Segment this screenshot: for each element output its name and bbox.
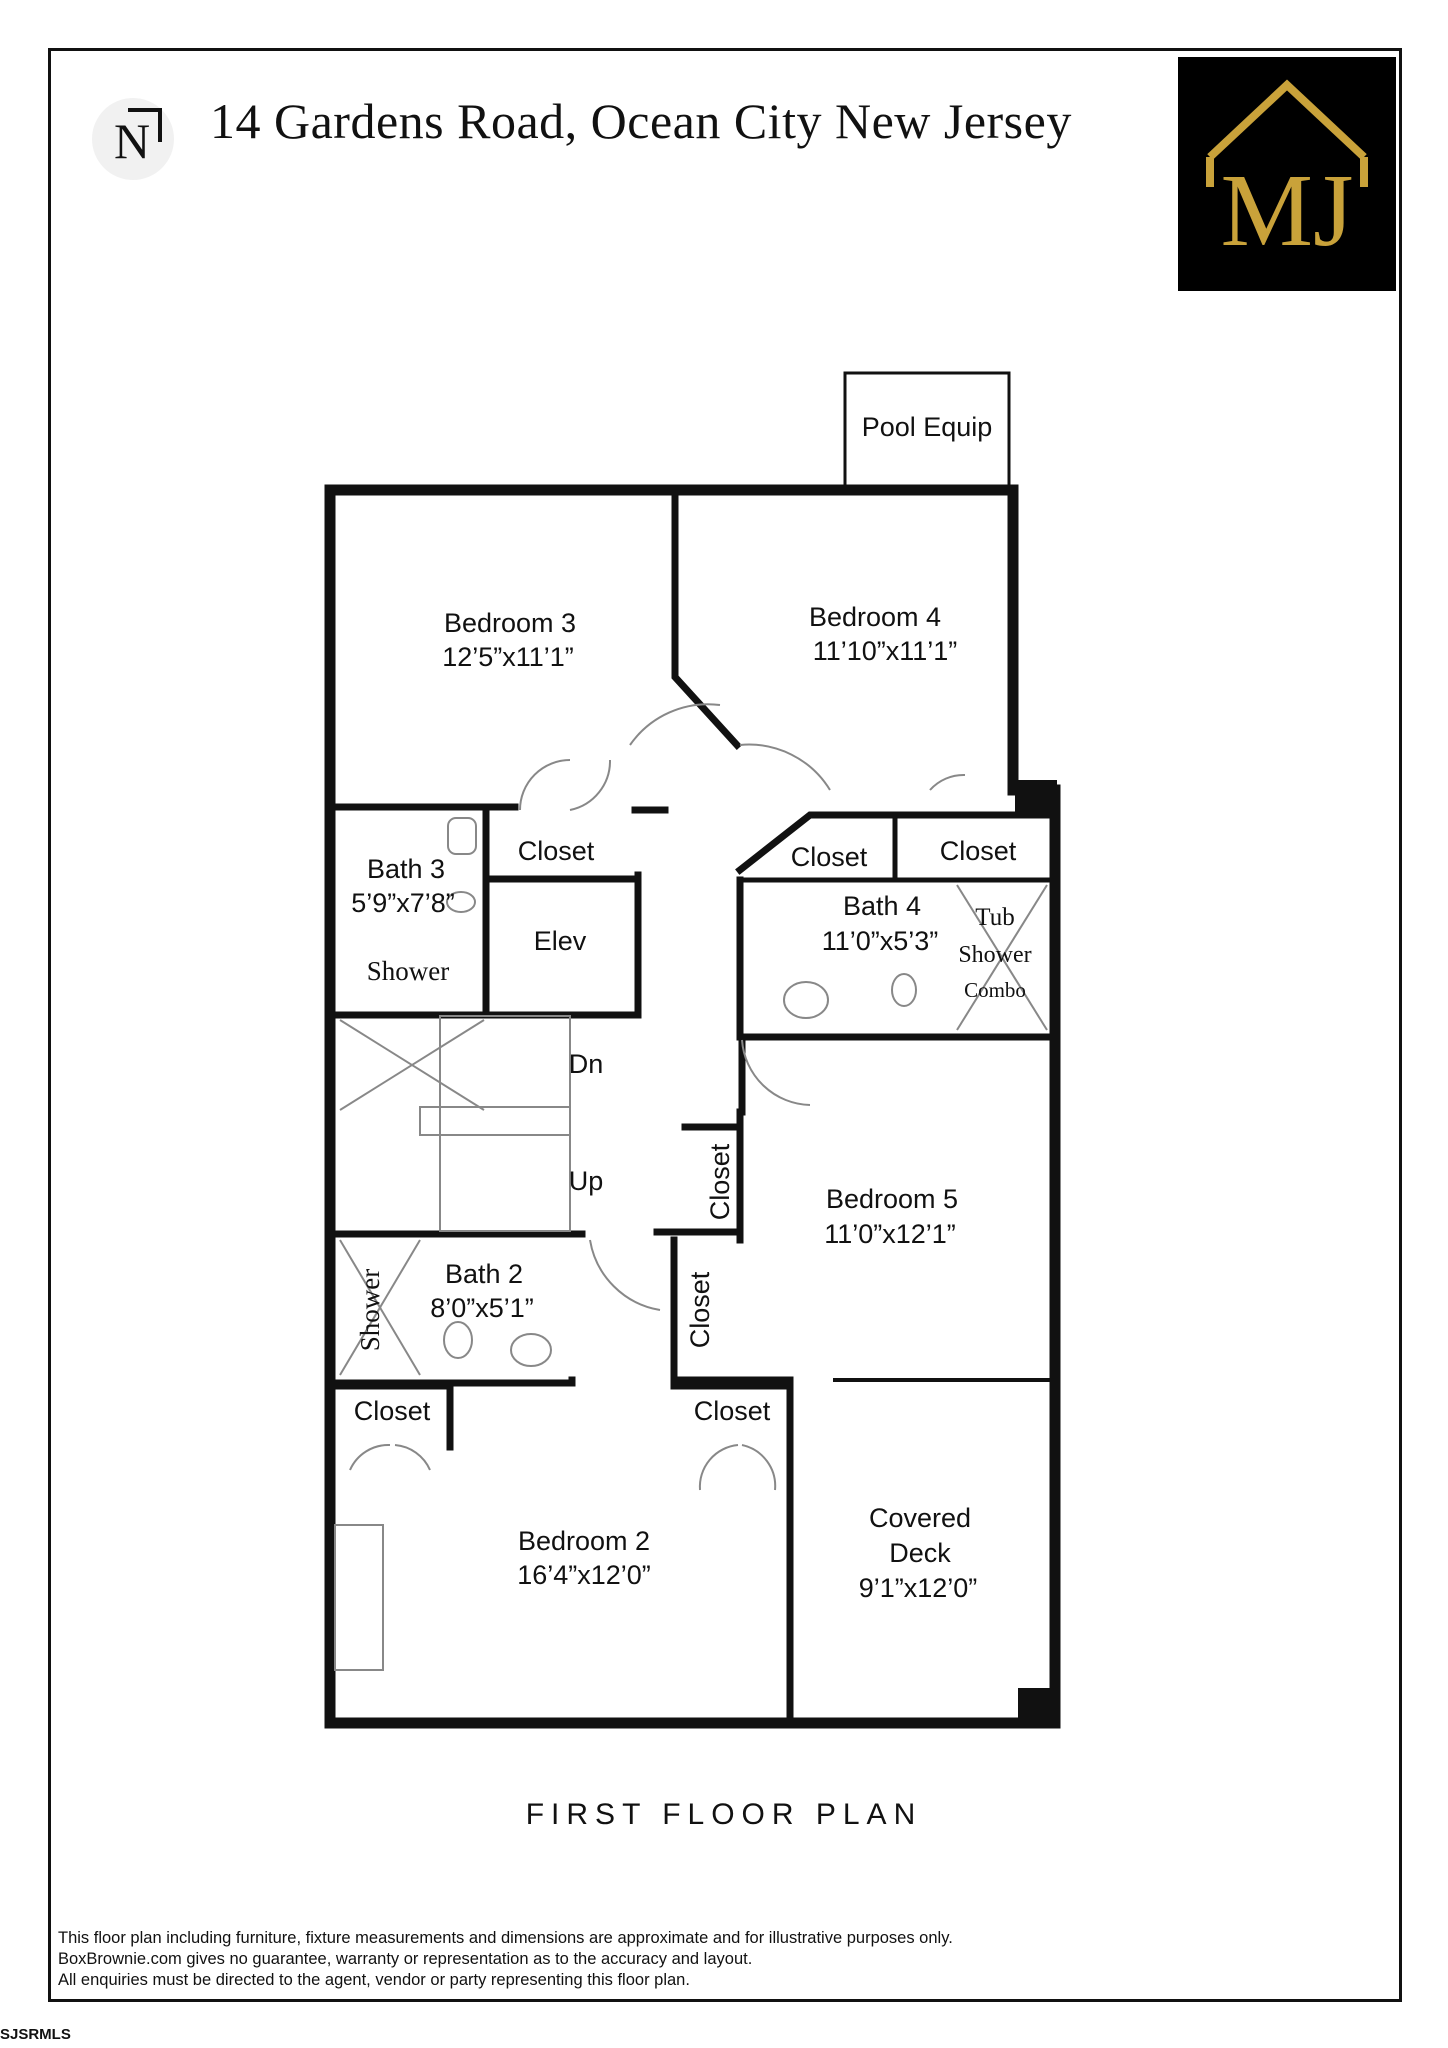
deck-size: 9’1”x12’0” — [859, 1573, 978, 1603]
disclaimer-line: BoxBrownie.com gives no guarantee, warra… — [58, 1950, 753, 1968]
tub-label-3: Combo — [964, 978, 1026, 1002]
tub-label-2: Shower — [958, 942, 1031, 968]
disclaimer-line: This floor plan including furniture, fix… — [58, 1929, 953, 1947]
closet-b2a-label: Closet — [354, 1396, 431, 1426]
closet-hall-label: Closet — [705, 1143, 735, 1220]
svg-text:MJ: MJ — [1221, 153, 1354, 268]
bath4-size: 11’0”x5’3” — [822, 926, 939, 956]
stairs-down-label: Dn — [569, 1049, 604, 1079]
page-title: 14 Gardens Road, Ocean City New Jersey — [210, 93, 1072, 149]
north-compass-icon: N — [92, 98, 174, 180]
closet-b4b-label: Closet — [940, 836, 1017, 866]
plan-title: FIRST FLOOR PLAN — [525, 1798, 923, 1831]
disclaimer-line: All enquiries must be directed to the ag… — [58, 1971, 690, 1989]
mj-logo: MJ — [1178, 57, 1396, 291]
bath2-name: Bath 2 — [445, 1259, 523, 1289]
mls-watermark: SJSRMLS — [0, 2026, 71, 2043]
bedroom4-size: 11’10”x11’1” — [813, 636, 958, 666]
bedroom4-name: Bedroom 4 — [809, 602, 941, 632]
bedroom3-name: Bedroom 3 — [444, 608, 576, 638]
closet-b2b-label: Closet — [694, 1396, 771, 1426]
page-frame — [48, 48, 1402, 2002]
bath3-size: 5’9”x7’8” — [351, 888, 455, 918]
deck-label-2: Deck — [889, 1538, 951, 1568]
stairs-up-label: Up — [569, 1166, 604, 1196]
disclaimer: This floor plan including furniture, fix… — [58, 1928, 953, 1991]
bedroom2-name: Bedroom 2 — [518, 1526, 650, 1556]
pool-equip-label: Pool Equip — [862, 412, 993, 442]
closet-b3-label: Closet — [518, 836, 595, 866]
bath3-name: Bath 3 — [367, 854, 445, 884]
compass-letter: N — [114, 113, 151, 169]
closet-b4a-label: Closet — [791, 842, 868, 872]
bath2-size: 8’0”x5’1” — [430, 1293, 534, 1323]
bedroom3-size: 12’5”x11’1” — [442, 642, 574, 672]
bedroom5-size: 11’0”x12’1” — [824, 1219, 956, 1249]
tub-label-1: Tub — [975, 904, 1014, 931]
closet-b5-label: Closet — [685, 1271, 715, 1348]
bath4-name: Bath 4 — [843, 891, 921, 921]
shower3-label: Shower — [367, 956, 450, 986]
elevator-label: Elev — [534, 926, 587, 956]
deck-label-1: Covered — [869, 1503, 971, 1533]
shower2-label: Shower — [355, 1269, 385, 1352]
bedroom2-size: 16’4”x12’0” — [517, 1560, 651, 1590]
bedroom5-name: Bedroom 5 — [826, 1184, 958, 1214]
